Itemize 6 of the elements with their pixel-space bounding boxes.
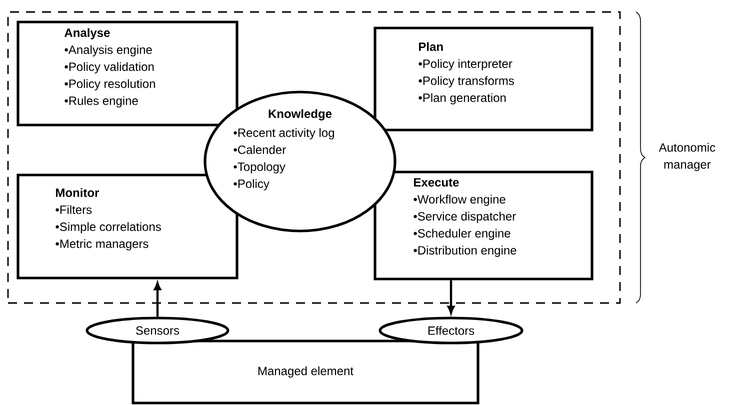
group-label: Autonomic manager: [658, 142, 716, 172]
process-box: Plan •Policy interpreter •Policy transforms •Plan generation: [374, 26, 594, 132]
arrow: [447, 280, 455, 314]
process-box: Execute •Workflow engine •Service dispatcher •Scheduler engine •Distribution engine: [374, 170, 594, 280]
arrow: [154, 282, 162, 317]
process-box: Analyse •Analysis engine •Policy validation •Policy resolution •Rules engine: [16, 20, 238, 126]
